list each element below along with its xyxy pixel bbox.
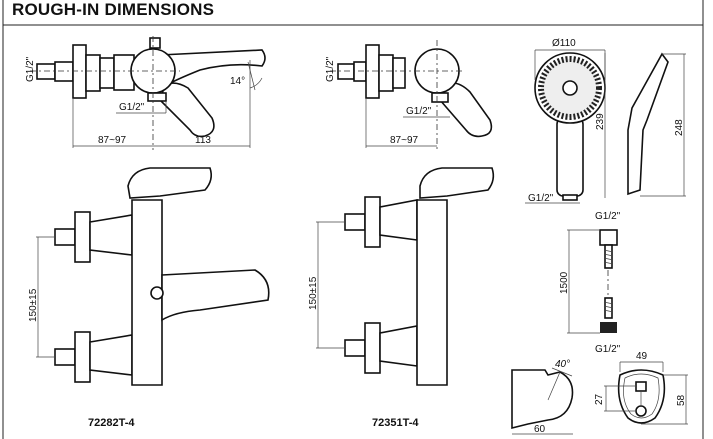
- outlet-thread-label: G1/2": [119, 102, 145, 113]
- side-height-label: 248: [674, 119, 685, 136]
- holder-front-view: 49 58 27: [594, 351, 688, 425]
- page-title: ROUGH-IN DIMENSIONS: [12, 0, 215, 19]
- inlet-spacing-label: 150±15: [308, 276, 319, 310]
- shower-mixer-front-view: 150±15 72351T-4: [308, 167, 495, 429]
- shower-hose: G1/2" 1500 G1/2": [559, 211, 621, 355]
- holder-angle-label: 40°: [555, 359, 570, 370]
- spout-angle-label: 14°: [230, 76, 245, 87]
- inlet-spacing-label: 150±15: [28, 288, 39, 322]
- bath-mixer-front-view: 150±15 72282T-4: [28, 167, 270, 429]
- wall-distance-label: 87~97: [390, 135, 419, 146]
- holder-height-label: 58: [676, 394, 687, 406]
- holder-depth-label: 60: [534, 424, 546, 435]
- thread-label: G1/2": [528, 193, 554, 204]
- holder-hole-spacing-label: 27: [594, 393, 605, 405]
- bath-mixer-top-view: G1/2" G1/2" 14° 87~97 113: [25, 36, 266, 150]
- inlet-thread-label: G1/2": [325, 56, 336, 82]
- hose-length-label: 1500: [559, 271, 570, 294]
- outlet-thread-label: G1/2": [406, 106, 432, 117]
- top-thread-label: G1/2": [595, 211, 621, 222]
- bottom-thread-label: G1/2": [595, 344, 621, 355]
- holder-side-view: 40° 60: [511, 359, 574, 435]
- spout-length-label: 113: [195, 135, 211, 146]
- hand-shower: Ø110 239 G1/2" 248: [525, 38, 686, 204]
- front-height-label: 239: [595, 113, 606, 130]
- shower-mixer-top-view: G1/2" G1/2" 87~97: [325, 40, 493, 150]
- holder-width-label: 49: [636, 351, 648, 362]
- wall-distance-label: 87~97: [98, 135, 127, 146]
- model-label: 72351T-4: [372, 417, 419, 429]
- diameter-label: Ø110: [552, 38, 576, 49]
- inlet-thread-label: G1/2": [25, 56, 36, 82]
- model-label: 72282T-4: [88, 417, 135, 429]
